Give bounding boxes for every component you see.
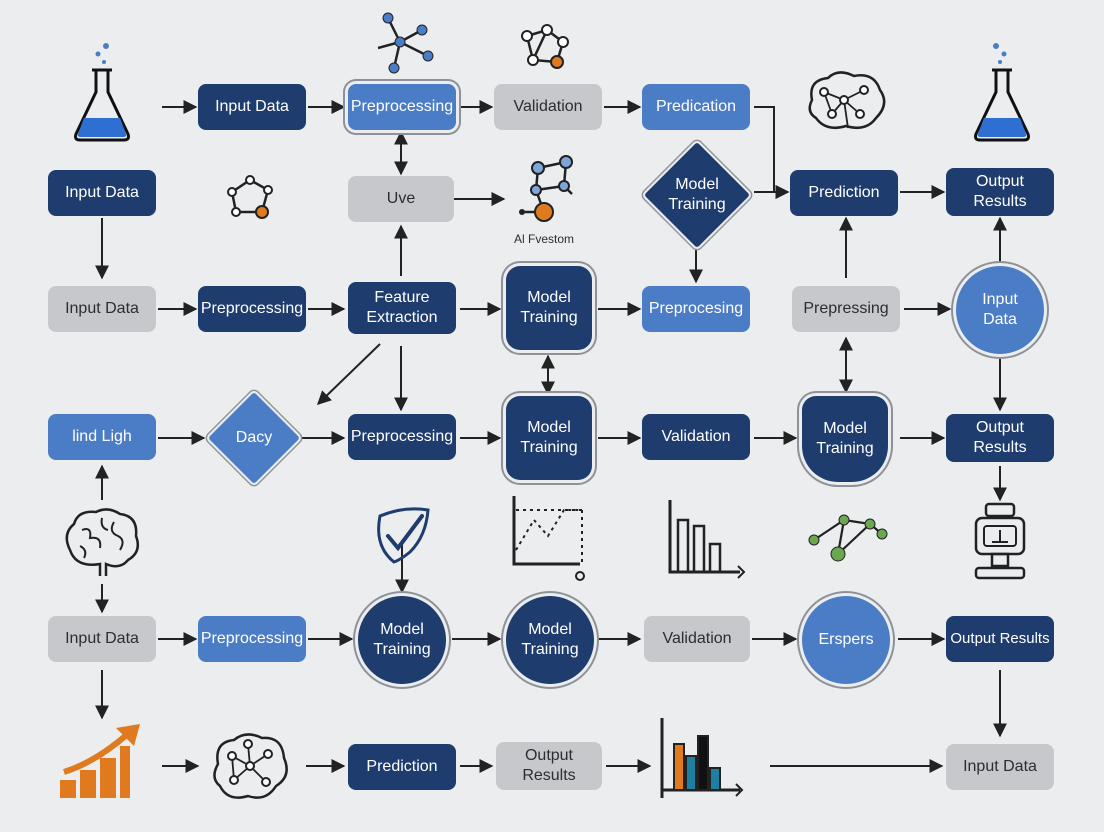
- node-model-training[interactable]: Model Training: [506, 266, 592, 350]
- node-model-training-circle[interactable]: Model Training: [358, 596, 446, 684]
- node-validation[interactable]: Validation: [494, 84, 602, 130]
- node-dacy-diamond[interactable]: Dacy: [208, 392, 300, 484]
- ai-system-caption: Al Fvestom: [514, 232, 575, 246]
- node-output-results[interactable]: Output Results: [946, 414, 1054, 462]
- node-preprocessing[interactable]: Preprocessing: [198, 286, 306, 332]
- node-feature-extraction[interactable]: Feature Extraction: [348, 282, 456, 334]
- arrow: [754, 106, 790, 199]
- node-input-data[interactable]: Input Data: [48, 170, 156, 216]
- flask-icon: [74, 43, 130, 142]
- neural-network-icon: [808, 71, 886, 129]
- growth-chart-icon: [60, 724, 140, 798]
- node-erspers-circle[interactable]: Erspers: [802, 596, 890, 684]
- node-model-training-diamond[interactable]: Model Training: [644, 142, 750, 248]
- node-prediction[interactable]: Prediction: [790, 170, 898, 216]
- node-label: Model Training: [668, 176, 726, 213]
- flask-icon: [974, 43, 1030, 142]
- node-predication[interactable]: Predication: [642, 84, 750, 130]
- node-validation[interactable]: Validation: [644, 616, 750, 662]
- node-preprocessing[interactable]: Preprocessing: [348, 84, 456, 130]
- node-prepressing[interactable]: Prepressing: [792, 286, 900, 332]
- node-input-data[interactable]: Input Data: [48, 286, 156, 332]
- node-input-data[interactable]: Input Data: [946, 744, 1054, 790]
- neural-network-icon: [213, 733, 288, 799]
- molecule-icon: [808, 514, 888, 562]
- shield-check-icon: [377, 507, 430, 564]
- node-input-data-circle[interactable]: Input Data: [956, 266, 1044, 354]
- node-preprocesing[interactable]: Preprocesing: [642, 286, 750, 332]
- molecule-icon: [227, 175, 273, 219]
- brain-icon: [65, 508, 139, 576]
- node-input-data[interactable]: Input Data: [198, 84, 306, 130]
- node-model-training-circle[interactable]: Model Training: [506, 596, 594, 684]
- node-validation[interactable]: Validation: [642, 414, 750, 460]
- node-model-training[interactable]: Model Training: [506, 396, 592, 480]
- molecule-icon: [521, 24, 569, 69]
- node-model-training-shield[interactable]: Model Training: [802, 396, 888, 482]
- node-label: Dacy: [235, 429, 273, 446]
- bar-chart-icon: [668, 500, 746, 579]
- arrow: [316, 343, 381, 405]
- node-preprocessing[interactable]: Preprocessing: [198, 616, 306, 662]
- node-prediction[interactable]: Prediction: [348, 744, 456, 790]
- node-uve[interactable]: Uve: [348, 176, 454, 222]
- node-preprocessing[interactable]: Preprocessing: [348, 414, 456, 460]
- line-chart-icon: [512, 496, 585, 581]
- node-input-data[interactable]: Input Data: [48, 616, 156, 662]
- node-output-results[interactable]: Output Results: [946, 616, 1054, 662]
- node-output-results[interactable]: Output Results: [946, 168, 1054, 216]
- bar-chart-icon: [660, 718, 744, 798]
- node-output-results[interactable]: Output Results: [496, 742, 602, 790]
- microscope-icon: [974, 502, 1026, 580]
- node-lind-ligh[interactable]: lind Ligh: [48, 414, 156, 460]
- molecule-icon: [377, 12, 434, 74]
- molecule-icon: [519, 155, 573, 222]
